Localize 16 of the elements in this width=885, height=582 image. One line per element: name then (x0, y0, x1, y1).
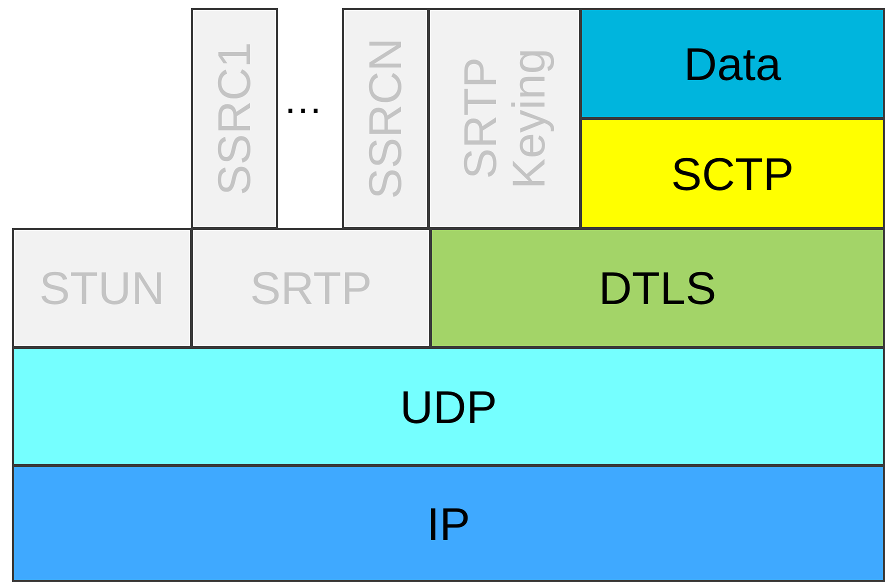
layer-label: UDP (400, 384, 498, 430)
layer-label: SCTP (671, 150, 794, 196)
layer-label: IP (426, 500, 470, 546)
ellipsis-label: … (283, 78, 323, 123)
layer-label: DTLS (598, 265, 716, 311)
protocol-layer-box (342, 8, 429, 229)
protocol-layer-box (12, 347, 885, 466)
protocol-layer-box (12, 228, 192, 348)
protocol-layer-box (580, 8, 885, 119)
protocol-layer-box (12, 465, 885, 582)
protocol-layer-box (580, 118, 885, 229)
protocol-layer-box (191, 228, 431, 348)
layer-label: Data (684, 40, 782, 86)
protocol-layer-box (191, 8, 278, 229)
protocol-layer-box (428, 8, 581, 229)
protocol-layer-box (430, 228, 885, 348)
